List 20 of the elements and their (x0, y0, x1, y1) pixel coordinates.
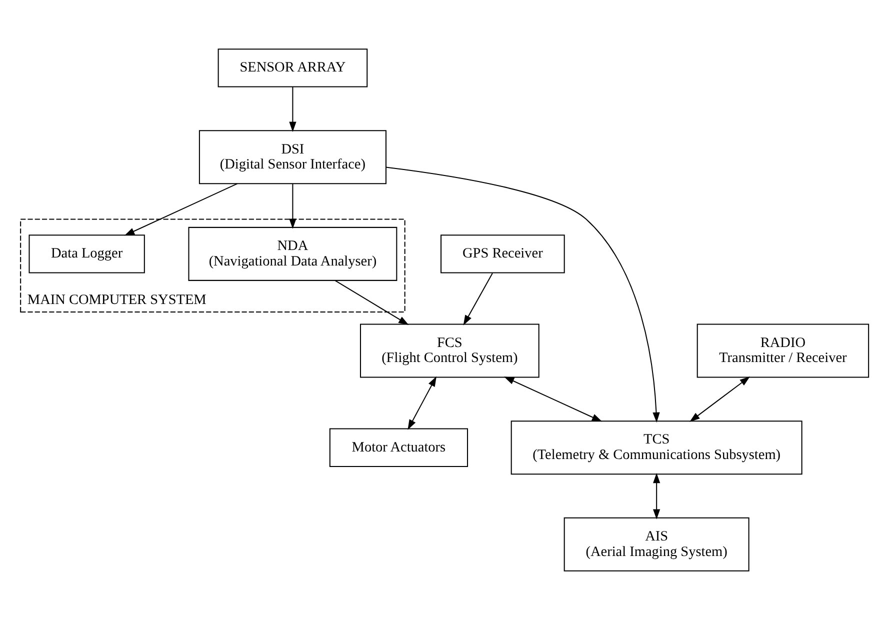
arrow (408, 376, 436, 430)
node-box: Data Logger (28, 234, 145, 274)
arrow (334, 280, 409, 326)
node-box: Motor Actuators (329, 428, 468, 467)
node-box: SENSOR ARRAY (218, 48, 368, 88)
node-box: RADIO Transmitter / Receiver (696, 324, 870, 378)
node-box: TCS (Telemetry & Communications Subsystem) (510, 420, 802, 475)
node-box: FCS (Flight Control System) (360, 324, 540, 378)
arrow (289, 87, 296, 132)
node-box: NDA (Navigational Data Analyser) (188, 226, 398, 281)
arrow (289, 184, 296, 229)
arrow (653, 472, 660, 520)
node-box: AIS (Aerial Imaging System) (564, 517, 750, 572)
node-box: DSI (Digital Sensor Interface) (198, 130, 386, 184)
arrow (386, 166, 660, 423)
arrow (124, 183, 238, 236)
arrow (690, 376, 750, 422)
arrow (504, 376, 602, 422)
arrow (463, 272, 493, 326)
node-box: GPS Receiver (440, 234, 565, 274)
